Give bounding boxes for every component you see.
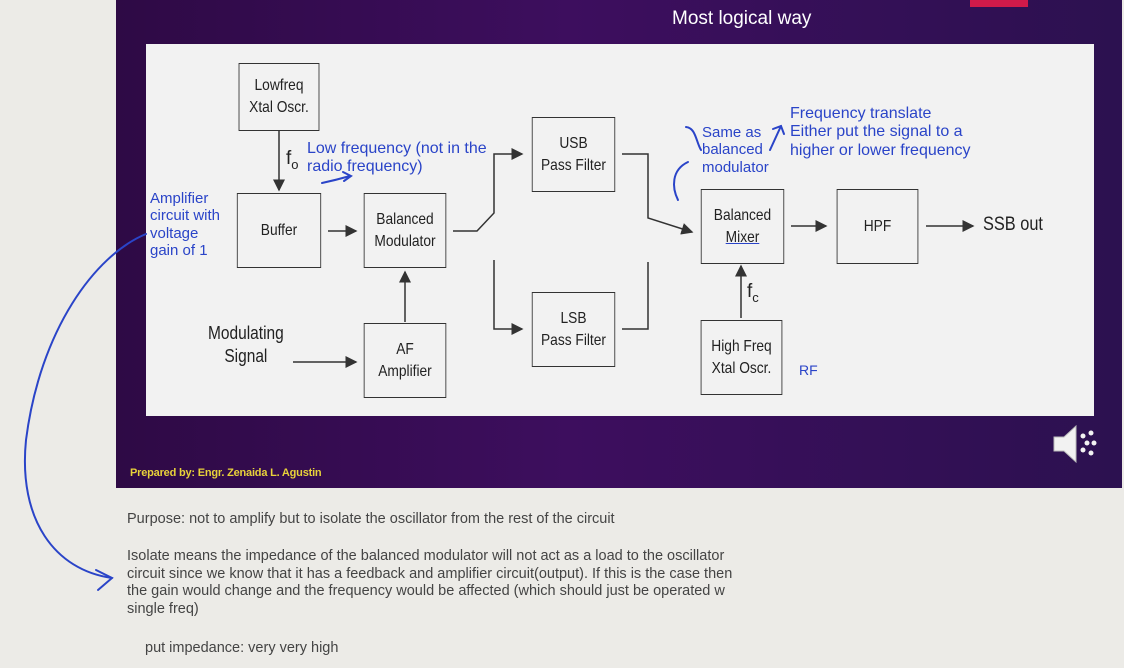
fc-symbol: f xyxy=(747,281,753,302)
annotation-line: balanced xyxy=(702,141,763,159)
buffer-block: Buffer xyxy=(236,193,322,268)
modulating-label-line: Signal xyxy=(224,346,268,367)
fc-subscript: c xyxy=(752,289,759,305)
rf-annotation: RF xyxy=(799,362,818,378)
low-frequency-annotation: Low frequency (not in the radio frequenc… xyxy=(307,140,487,177)
block-label: Amplifier xyxy=(378,362,432,380)
impedance-note: put impedance: very very high xyxy=(145,639,339,656)
isolate-note-line: single freq) xyxy=(127,600,199,617)
block-label: Pass Filter xyxy=(540,331,606,349)
annotation-line: higher or lower frequency xyxy=(790,141,971,159)
usb-pass-filter-block: USB Pass Filter xyxy=(531,117,616,192)
slide-red-tab xyxy=(970,0,1028,7)
isolate-note-line: the gain would change and the frequency … xyxy=(127,583,725,600)
block-label: Lowfreq xyxy=(254,77,304,95)
slide-title: Most logical way xyxy=(672,8,812,29)
block-label: AF xyxy=(396,340,414,358)
fo-label: fo xyxy=(286,148,299,173)
af-amplifier-block: AF Amplifier xyxy=(363,323,447,398)
lsb-pass-filter-block: LSB Pass Filter xyxy=(531,292,616,367)
annotation-line: Frequency translate xyxy=(790,105,932,122)
frequency-translate-annotation: Frequency translate Either put the signa… xyxy=(790,105,971,160)
balanced-modulator-block: Balanced Modulator xyxy=(363,193,447,268)
isolate-note-line: Isolate means the impedance of the balan… xyxy=(127,548,725,565)
amplifier-annotation: Amplifier circuit with voltage gain of 1 xyxy=(150,190,220,259)
ssb-out-label: SSB out xyxy=(983,214,1043,235)
modulating-label-line: Modulating xyxy=(208,323,284,343)
hpf-block: HPF xyxy=(836,189,919,264)
balanced-mixer-block: Balanced Mixer xyxy=(700,189,785,264)
annotation-line: Either put the signal to a xyxy=(790,123,963,141)
block-label: Modulator xyxy=(374,232,436,250)
lowfreq-xtal-oscillator-block: Lowfreq Xtal Oscr. xyxy=(238,63,320,131)
modulating-signal-label: Modulating Signal xyxy=(208,322,284,369)
purpose-note: Purpose: not to amplify but to isolate t… xyxy=(127,511,615,527)
annotation-line: gain of 1 xyxy=(150,241,208,259)
notes-area: Purpose: not to amplify but to isolate t… xyxy=(127,511,732,657)
block-label: USB xyxy=(559,134,588,152)
block-label: Xtal Oscr. xyxy=(249,99,309,116)
block-label: Balanced xyxy=(376,210,434,228)
annotation-line: Low frequency (not in the xyxy=(307,140,487,157)
fc-label: fc xyxy=(747,281,759,306)
fo-subscript: o xyxy=(291,156,299,172)
high-freq-xtal-oscillator-block: High Freq Xtal Oscr. xyxy=(700,320,783,395)
block-label: Xtal Oscr. xyxy=(711,359,772,377)
annotation-line: radio frequency) xyxy=(307,158,423,176)
fo-symbol: f xyxy=(286,148,292,169)
annotation-line: modulator xyxy=(702,158,769,176)
slide-credit: Prepared by: Engr. Zenaida L. Agustin xyxy=(130,467,322,479)
block-label: HPF xyxy=(863,217,892,235)
same-as-annotation: Same as balanced modulator xyxy=(702,124,769,176)
annotation-line: Same as xyxy=(702,124,762,141)
block-label: LSB xyxy=(560,309,587,327)
annotation-line: circuit with xyxy=(150,207,221,225)
block-label: High Freq xyxy=(711,337,772,355)
block-label: Mixer xyxy=(725,228,760,246)
annotation-line: voltage xyxy=(150,224,199,242)
speaker-icon[interactable] xyxy=(1050,420,1102,468)
block-label: Balanced xyxy=(713,206,772,224)
block-label: Pass Filter xyxy=(540,156,606,174)
isolate-note-line: circuit since we know that it has a feed… xyxy=(127,565,733,582)
block-label: Buffer xyxy=(260,221,298,239)
annotation-line: Amplifier xyxy=(150,190,209,207)
